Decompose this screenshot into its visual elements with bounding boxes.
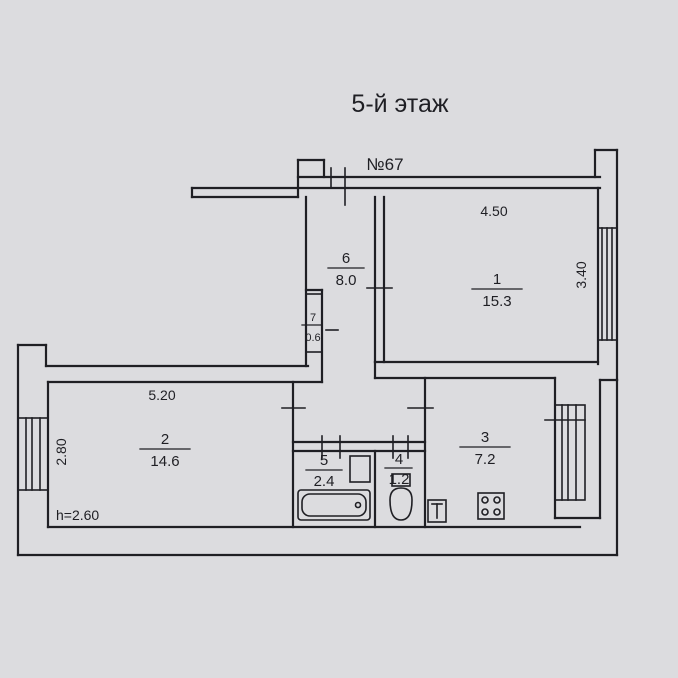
dimension-room1-width: 4.50 — [480, 203, 507, 219]
windows — [17, 227, 618, 501]
bath-sink — [349, 455, 371, 483]
room-1-number: 1 — [493, 271, 501, 288]
window-room-2 — [17, 417, 49, 491]
room-1-area: 15.3 — [482, 293, 511, 310]
room-6-area: 8.0 — [336, 272, 357, 289]
room-5-number: 5 — [320, 452, 328, 469]
room-2-area: 14.6 — [150, 453, 179, 470]
dimension-room1-depth: 3.40 — [573, 261, 589, 288]
room-7-number: 7 — [310, 312, 316, 324]
room-4-area: 1.2 — [389, 471, 410, 488]
ceiling-height: h=2.60 — [56, 507, 99, 523]
room-5-area: 2.4 — [314, 473, 335, 490]
apartment-label: №67 — [366, 155, 403, 174]
dimension-room2-width: 5.20 — [148, 387, 175, 403]
room-3-number: 3 — [481, 429, 489, 446]
kitchen-sink — [427, 499, 447, 523]
door-marks — [281, 167, 434, 459]
fixtures — [297, 455, 505, 523]
room-2-number: 2 — [161, 431, 169, 448]
toilet — [389, 487, 413, 521]
room-6-number: 6 — [342, 250, 350, 267]
room-4-number: 4 — [395, 451, 403, 468]
interior-walls — [291, 195, 427, 529]
window-room-3 — [554, 404, 586, 501]
room-underlines — [139, 267, 523, 471]
room-3-area: 7.2 — [475, 451, 496, 468]
dimension-room2-depth: 2.80 — [53, 438, 69, 465]
room-7-area: 0.6 — [305, 332, 320, 344]
stove — [477, 492, 505, 520]
bathtub — [297, 489, 371, 521]
floor-title: 5-й этаж — [351, 90, 448, 118]
